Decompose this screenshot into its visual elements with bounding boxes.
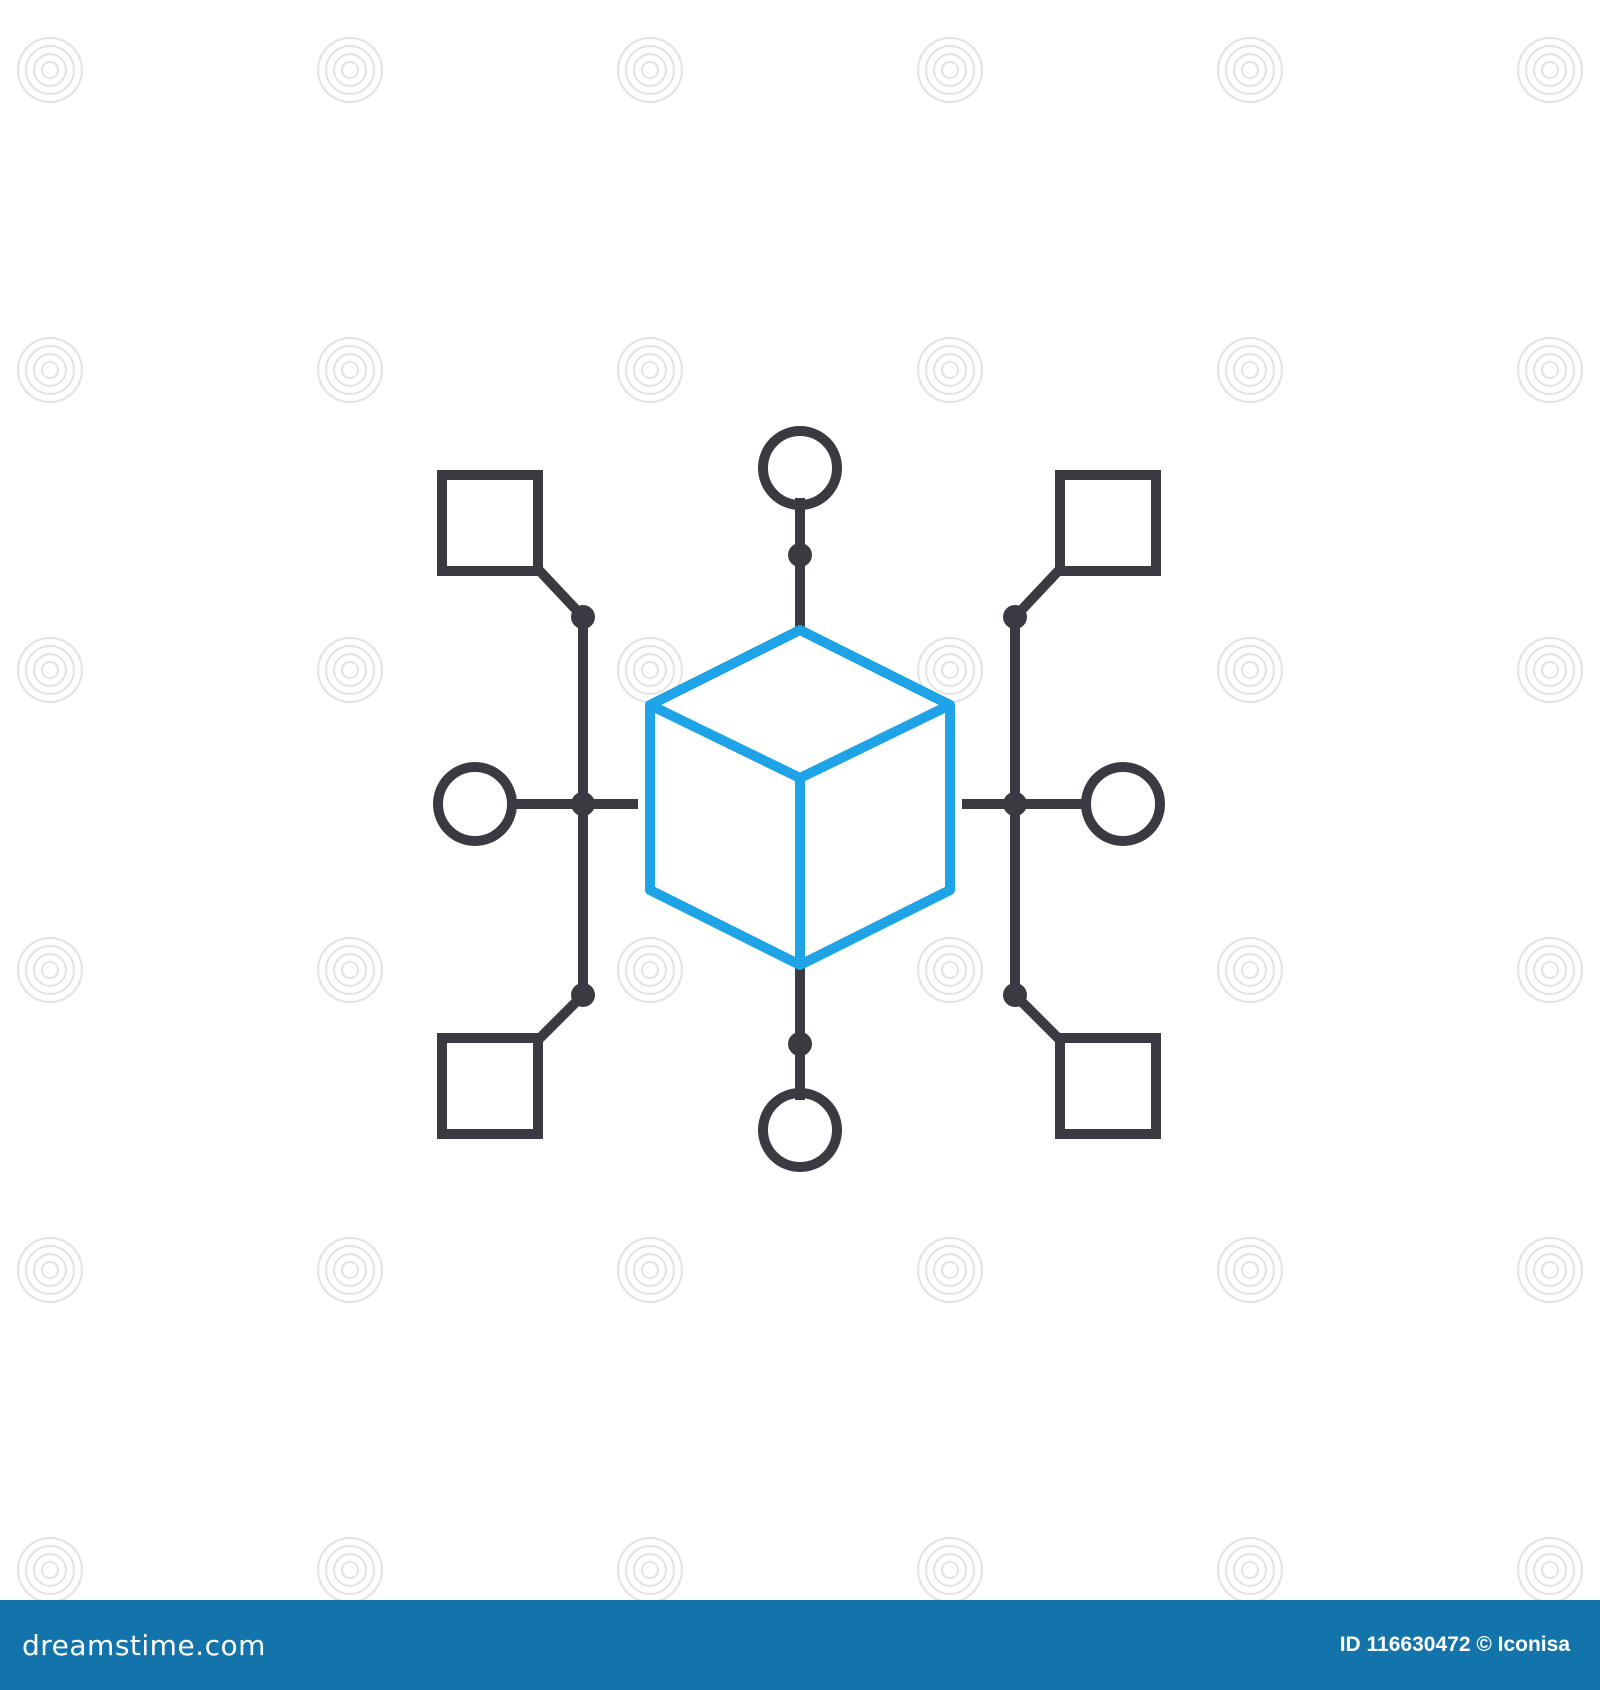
right-top-junction-dot-icon (1003, 605, 1027, 629)
bottom-junction-dot-icon (788, 1032, 812, 1056)
left-center-junction-dot-icon (571, 792, 595, 816)
right-top-square-node-icon (1055, 470, 1161, 576)
footer-bar: dreamstime.com ID 116630472 © Iconisa (0, 1600, 1600, 1690)
left-top-square-node-icon (437, 470, 543, 576)
image-id-credit: ID 116630472 © Iconisa (1339, 1633, 1570, 1656)
right-bottom-junction-dot-icon (1003, 983, 1027, 1007)
right-circle-node-icon (1081, 762, 1165, 846)
left-bottom-square-node-icon (437, 1033, 543, 1139)
right-center-junction-dot-icon (1003, 792, 1027, 816)
cube-icon (645, 625, 955, 970)
network-cube-icon (433, 426, 1165, 1172)
dreamstime-logo: dreamstime.com (22, 1628, 266, 1662)
top-circle-node-icon (758, 426, 842, 510)
top-junction-dot-icon (788, 543, 812, 567)
right-bottom-square-node-icon (1055, 1033, 1161, 1139)
left-circle-node-icon (433, 762, 517, 846)
left-top-junction-dot-icon (571, 605, 595, 629)
bottom-circle-node-icon (758, 1088, 842, 1172)
left-bottom-junction-dot-icon (571, 983, 595, 1007)
